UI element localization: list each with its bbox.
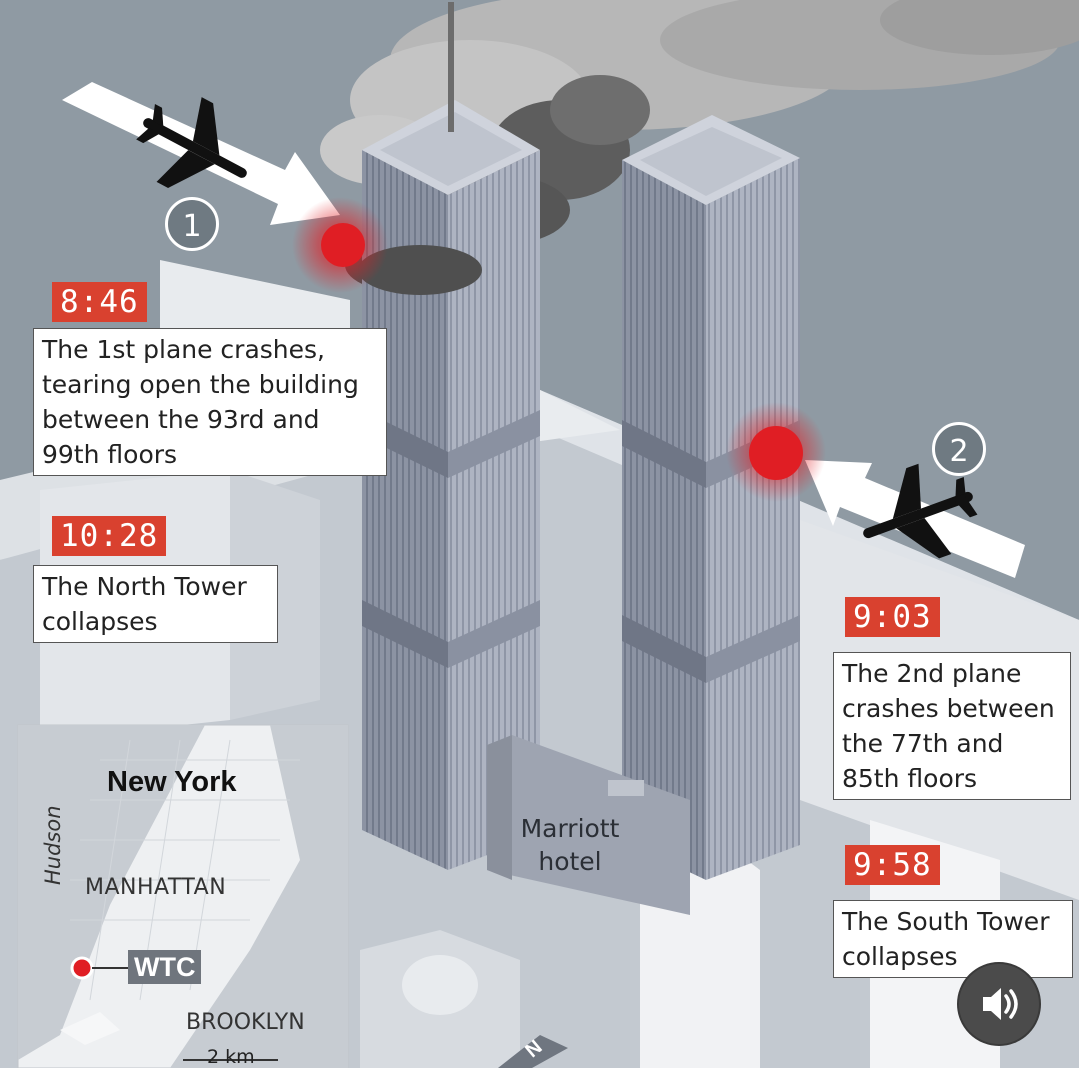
map-scale-label: 2 km bbox=[207, 1046, 255, 1068]
marriott-label-line: hotel bbox=[538, 847, 602, 876]
manhattan-map bbox=[17, 724, 349, 1068]
caption-line: The South Tower bbox=[842, 907, 1050, 936]
map-wtc-marker-label: WTC bbox=[128, 950, 202, 984]
time-badge-2: 9:03 bbox=[845, 597, 940, 637]
caption-line: The 1st plane crashes, bbox=[42, 335, 325, 364]
caption-line: 85th floors bbox=[842, 764, 978, 793]
impact-point-2 bbox=[726, 402, 826, 502]
caption-line: The North Tower bbox=[42, 572, 247, 601]
map-borough-label: MANHATTAN bbox=[85, 875, 227, 900]
caption-line: crashes between bbox=[842, 694, 1055, 723]
time-badge-3: 9:58 bbox=[845, 845, 940, 885]
airplane-icon bbox=[136, 97, 247, 189]
caption-line: 99th floors bbox=[42, 440, 178, 469]
time-badge-4: 10:28 bbox=[52, 516, 167, 556]
event-caption-1: The 1st plane crashes, tearing open the … bbox=[33, 328, 387, 476]
map-city-label: New York bbox=[107, 766, 237, 798]
impact-point-1 bbox=[292, 197, 388, 293]
airplane-icon bbox=[863, 463, 978, 559]
caption-line: tearing open the building bbox=[42, 370, 359, 399]
caption-line: The 2nd plane bbox=[842, 659, 1022, 688]
event-caption-3: The South Tower collapses bbox=[833, 900, 1073, 978]
marriott-hotel bbox=[487, 735, 690, 915]
speaker-icon bbox=[983, 988, 1018, 1020]
event-caption-4: The North Tower collapses bbox=[33, 565, 278, 643]
map-river-label: Hudson bbox=[41, 805, 65, 885]
marriott-label-line: Marriott bbox=[520, 814, 620, 843]
caption-line: collapses bbox=[842, 942, 958, 971]
speaker-button[interactable] bbox=[957, 962, 1041, 1046]
caption-line: between the 93rd and bbox=[42, 405, 320, 434]
caption-line: collapses bbox=[42, 607, 158, 636]
event-caption-2: The 2nd plane crashes between the 77th a… bbox=[833, 652, 1071, 800]
north-arrow-icon bbox=[498, 1035, 568, 1068]
map-brooklyn-label: BROOKLYN bbox=[186, 1010, 305, 1035]
event-number-1: 1 bbox=[165, 197, 219, 251]
event-number-2: 2 bbox=[932, 422, 986, 476]
time-badge-1: 8:46 bbox=[52, 282, 147, 322]
caption-line: the 77th and bbox=[842, 729, 1004, 758]
smoke bbox=[320, 0, 1079, 295]
north-tower bbox=[362, 2, 540, 870]
marriott-label: Marriott hotel bbox=[500, 812, 640, 878]
antenna bbox=[448, 2, 454, 132]
